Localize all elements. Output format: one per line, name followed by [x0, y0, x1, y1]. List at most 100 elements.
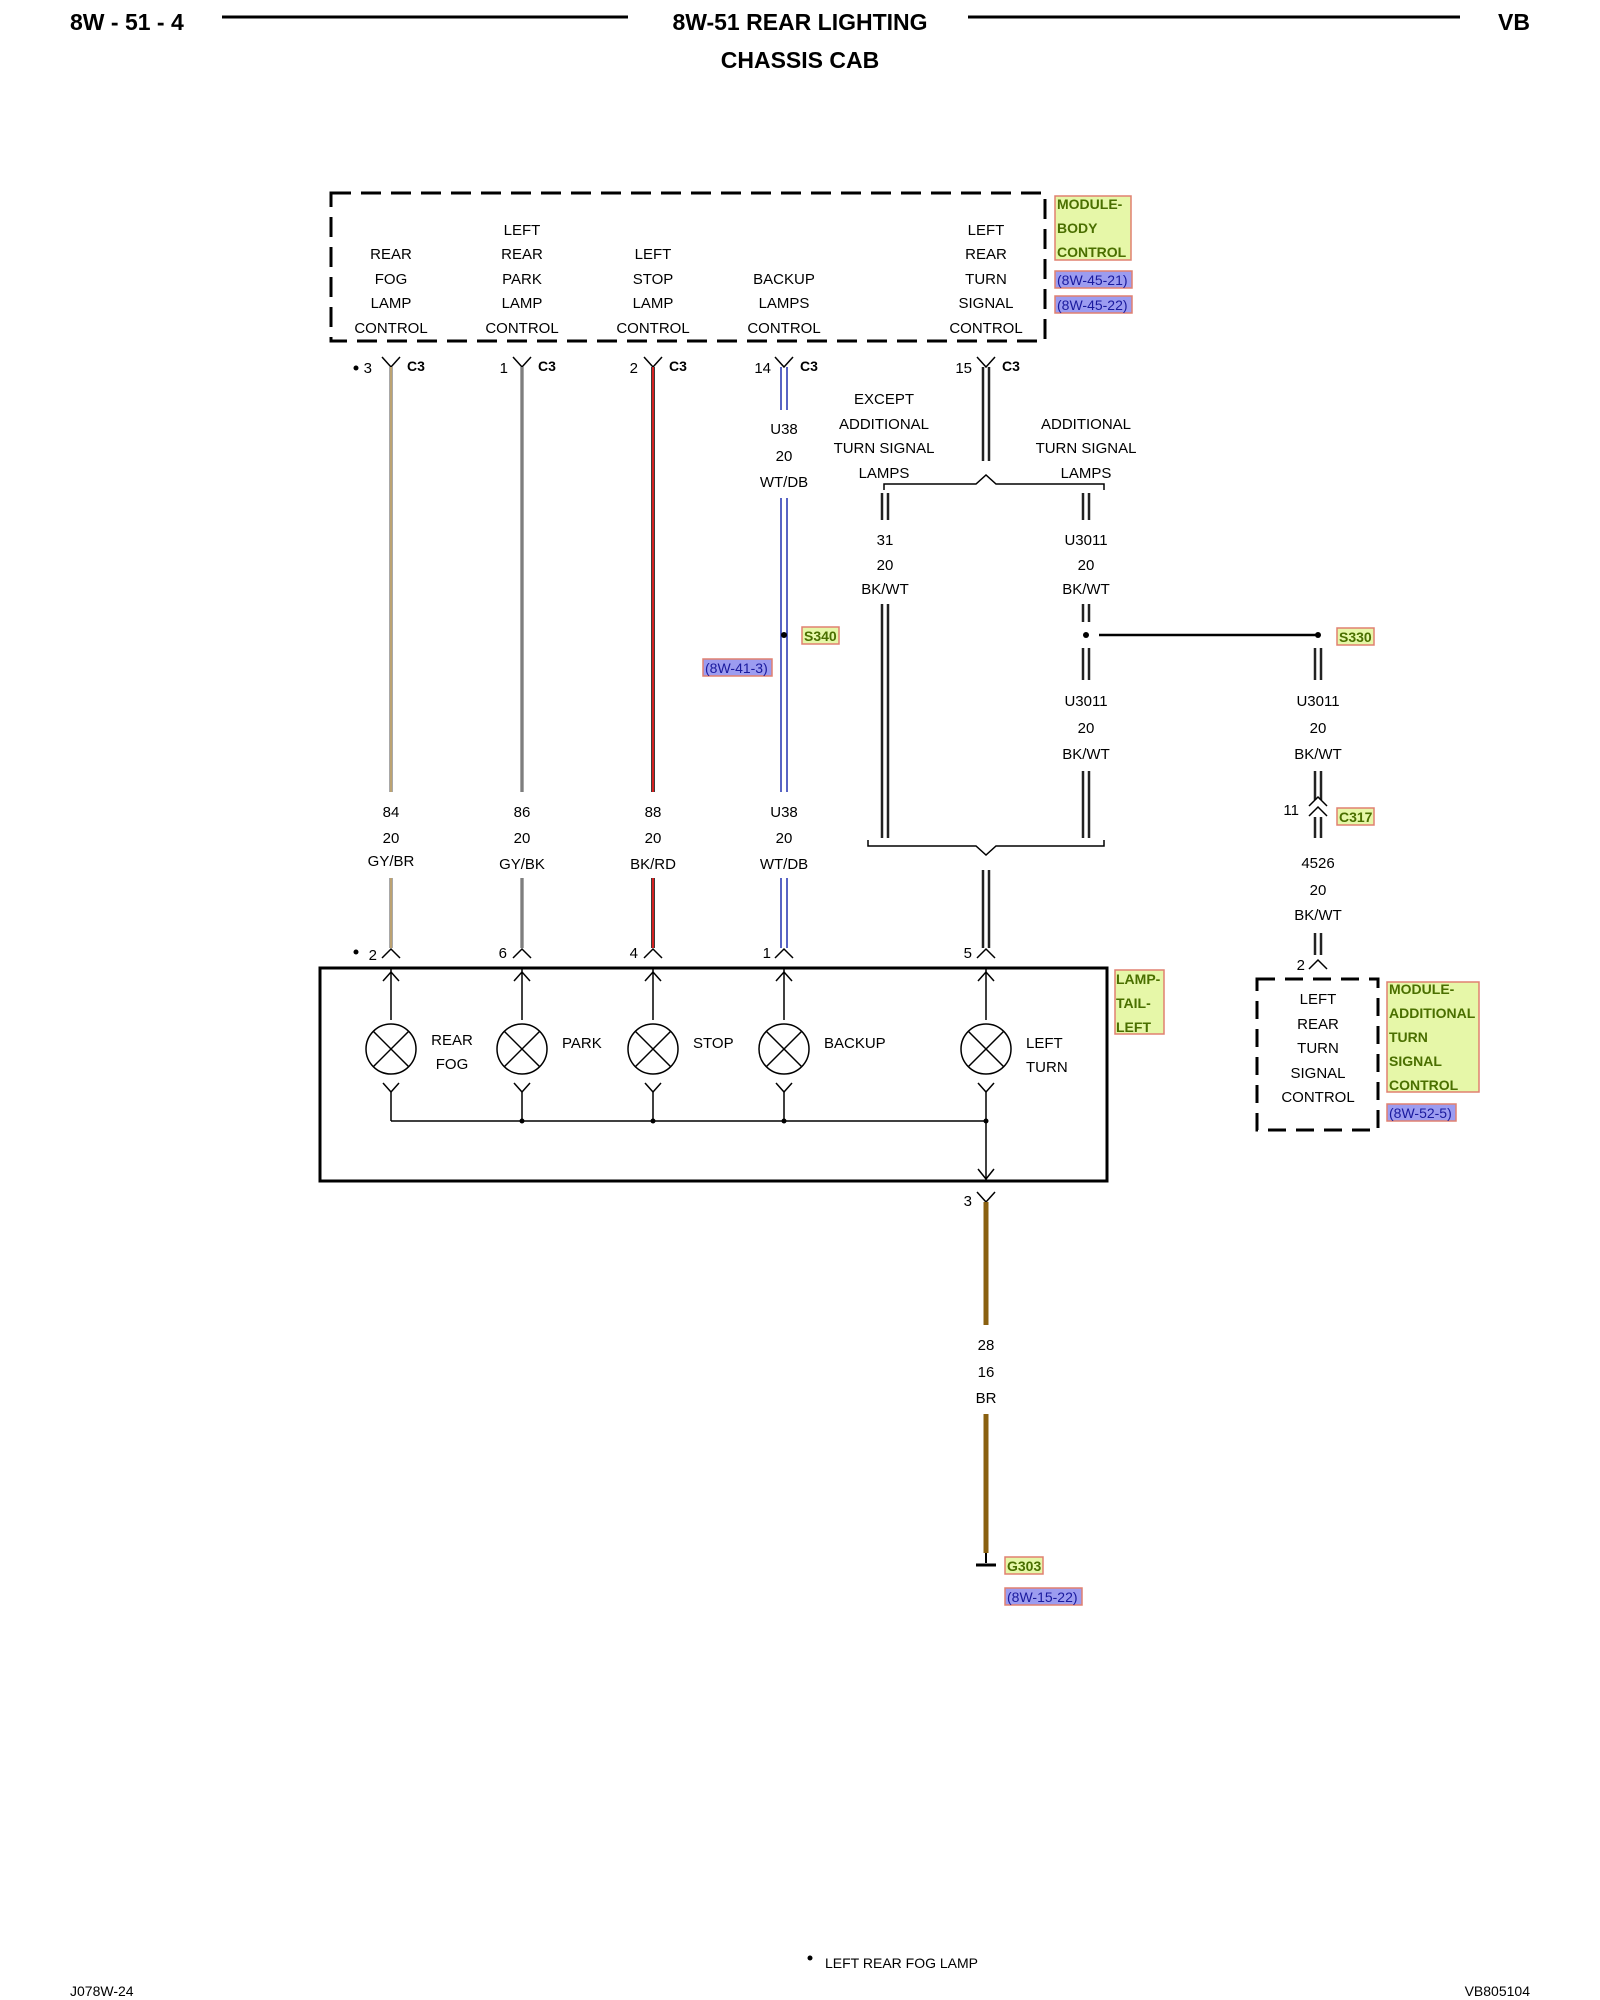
- bcm-connector-name: C3: [669, 358, 687, 374]
- bulb-icon: [627, 1023, 679, 1075]
- turn-module-ref-tag[interactable]: [1386, 1103, 1457, 1122]
- s340-ref-link[interactable]: (8W-41-3): [705, 660, 768, 676]
- s340-ref-tag[interactable]: [702, 658, 773, 677]
- wire-turn-trunk: [883, 367, 1105, 490]
- module-function-label: LEFT: [1300, 991, 1337, 1008]
- wire-circuit: 28: [978, 1337, 995, 1354]
- bulb-stop: STOP: [627, 1023, 734, 1075]
- splice-s340-dot: [781, 632, 787, 638]
- wire-color: BK/WT: [1062, 746, 1110, 763]
- bcm-output-park: LEFT REAR PARK LAMP CONTROL: [485, 222, 558, 337]
- wire-color: BK/WT: [1062, 581, 1110, 598]
- wire-rear-fog: 84 20 GY/BR: [368, 367, 415, 948]
- wire-gauge: 20: [877, 557, 894, 574]
- page-title: 8W-51 REAR LIGHTING: [672, 9, 927, 35]
- additional-turn-signal-module: 2 LEFT REAR TURN SIGNAL CONTROL MODULE- …: [1255, 957, 1480, 1132]
- bcm-output-backup: BACKUP LAMPS CONTROL: [747, 271, 820, 337]
- bcm-pin-number: 15: [955, 360, 972, 377]
- tail-lamp-name-line: TAIL-: [1116, 995, 1151, 1011]
- tail-lamp-name-tag: [1114, 969, 1165, 1035]
- wire-circuit: 31: [877, 532, 894, 549]
- bulb-backup: BACKUP: [758, 1023, 886, 1075]
- connector-symbol: [976, 1191, 996, 1204]
- bcm-output-label: SIGNAL: [958, 295, 1013, 312]
- wire-circuit: 88: [645, 804, 662, 821]
- fog-note-dot: [353, 949, 359, 955]
- connector-symbol: [774, 947, 794, 959]
- wire-circuit: 84: [383, 804, 400, 821]
- bcm-output-turn: LEFT REAR TURN SIGNAL CONTROL: [949, 222, 1022, 337]
- tail-lamp-pin: 6: [499, 945, 507, 962]
- connector-symbol: [976, 947, 996, 959]
- footer-left-code: J078W-24: [70, 1983, 134, 1999]
- turn-module-name-line: SIGNAL: [1389, 1053, 1442, 1069]
- turn-module-name-tag: [1386, 981, 1480, 1093]
- tail-lamp-housing: [318, 966, 1109, 1183]
- bulb-label: STOP: [693, 1035, 734, 1052]
- page-number: 8W - 51 - 4: [70, 9, 184, 35]
- footnote: LEFT REAR FOG LAMP: [825, 1955, 978, 1971]
- option-label: ADDITIONAL: [839, 416, 929, 433]
- module-function-label: TURN: [1297, 1040, 1339, 1057]
- tail-lamp-pin: 4: [630, 945, 638, 962]
- bcm-connector-name: C3: [407, 358, 425, 374]
- bulb-label: LEFT: [1026, 1035, 1063, 1052]
- bcm-ref-link[interactable]: (8W-45-21): [1057, 272, 1128, 288]
- module-function-label: SIGNAL: [1290, 1065, 1345, 1082]
- bcm-connector-name: C3: [1002, 358, 1020, 374]
- wire-circuit: U3011: [1064, 693, 1107, 710]
- page-header: 8W - 51 - 4 8W-51 REAR LIGHTING VB CHASS…: [70, 9, 1530, 73]
- bulb-park: PARK: [496, 1023, 602, 1075]
- wire-gauge: 20: [383, 830, 400, 847]
- tail-lamp-pin: 1: [763, 945, 771, 962]
- bulb-icon: [960, 1023, 1012, 1075]
- wire-color: GY/BK: [499, 856, 545, 873]
- s330-tag: [1336, 627, 1375, 646]
- wire-circuit: U38: [770, 804, 798, 821]
- tail-lamp-name-line: LAMP-: [1116, 971, 1161, 987]
- wire-color: BK/RD: [630, 856, 676, 873]
- bcm-output-label: LAMP: [371, 295, 412, 312]
- bcm-ref-tag[interactable]: [1054, 270, 1133, 289]
- bcm-output-label: LEFT: [968, 222, 1005, 239]
- option-except-labels: EXCEPT ADDITIONAL TURN SIGNAL LAMPS: [834, 391, 935, 482]
- bcm-output-label: CONTROL: [485, 320, 558, 337]
- wire-gauge: 20: [1310, 720, 1327, 737]
- g303-ref-tag[interactable]: [1004, 1587, 1083, 1606]
- wire-turn-additional: U3011 20 BK/WT U3011 20 BK/WT: [1062, 493, 1316, 838]
- bulb-label: TURN: [1026, 1059, 1068, 1076]
- bcm-output-label: LAMP: [633, 295, 674, 312]
- wire-circuit: U3011: [1296, 693, 1339, 710]
- bcm-output-label: REAR: [501, 246, 543, 263]
- wire-turn-merge: [867, 840, 1105, 948]
- wire-color: GY/BR: [368, 853, 415, 870]
- bcm-connector-c3-pins: 3 C3 1 C3 2 C3 14 C3 15 C3: [353, 356, 1020, 377]
- tail-lamp-pin: 2: [369, 947, 377, 964]
- c317-tag: [1336, 807, 1375, 826]
- turn-module-name-line: MODULE-: [1389, 981, 1455, 997]
- c317-label: C317: [1339, 809, 1373, 825]
- turn-module-ref-link[interactable]: (8W-52-5): [1389, 1105, 1452, 1121]
- connector-symbol: [381, 947, 401, 959]
- g303-ref-link[interactable]: (8W-15-22): [1007, 1589, 1078, 1605]
- s340-tag: [801, 626, 840, 645]
- bcm-output-label: PARK: [502, 271, 542, 288]
- s330-label: S330: [1339, 629, 1372, 645]
- page-subtitle: CHASSIS CAB: [721, 47, 879, 73]
- bcm-connector-name: C3: [800, 358, 818, 374]
- bulb-icon: [496, 1023, 548, 1075]
- bcm-ref-tag[interactable]: [1054, 295, 1133, 314]
- bcm-output-label: REAR: [965, 246, 1007, 263]
- bcm-name-line: BODY: [1057, 220, 1098, 236]
- bcm-ref-link[interactable]: (8W-45-22): [1057, 297, 1128, 313]
- bulb-left-turn: LEFT TURN: [960, 1023, 1068, 1076]
- option-label: ADDITIONAL: [1041, 416, 1131, 433]
- option-label: LAMPS: [1061, 465, 1112, 482]
- wire-color: WT/DB: [760, 474, 808, 491]
- option-label: EXCEPT: [854, 391, 914, 408]
- connector-symbol: [976, 356, 996, 369]
- fog-note-dot: [353, 365, 359, 371]
- bulb-icon: [365, 1023, 417, 1075]
- connector-symbol: [1308, 805, 1328, 817]
